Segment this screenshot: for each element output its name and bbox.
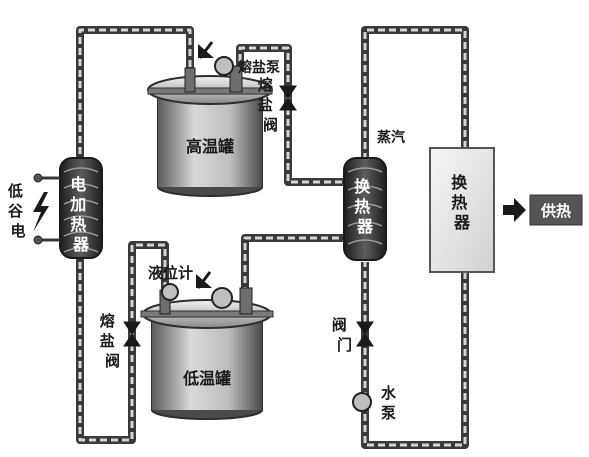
valley-power-label: 低 谷 电	[7, 182, 28, 240]
lightning-bolt-icon	[33, 192, 49, 232]
heat-exchanger-small: 换 热 器	[343, 157, 387, 261]
low-temp-tank: 低温罐	[140, 287, 274, 420]
electric-heater: 电 加 热 器	[33, 157, 103, 259]
salt-valve-left	[123, 321, 141, 347]
electric-heater-label: 电 加 热 器	[69, 175, 92, 254]
heat-exchanger-large: 换 热 器	[429, 147, 495, 273]
right-arrow-icon	[503, 198, 526, 222]
salt-pump-bottom	[196, 271, 233, 309]
high-temp-tank: 高温罐	[147, 65, 273, 197]
heat-supply-box: 供热	[529, 194, 583, 226]
salt-valve-left-label: 熔 盐 阀	[100, 312, 120, 370]
heat-exchanger-large-label: 换 热 器	[451, 173, 473, 232]
water-valve-label: 阀 门	[332, 316, 352, 354]
pipe-network	[76, 26, 469, 449]
water-pump-label: 水 泵	[381, 384, 401, 422]
low-temp-tank-label: 低温罐	[182, 369, 231, 388]
salt-valve-top	[279, 85, 297, 111]
high-temp-tank-label: 高温罐	[186, 137, 234, 156]
salt-pump-top	[198, 41, 234, 76]
liquid-level-meter-label: 液位计	[148, 264, 193, 282]
liquid-level-meter	[161, 283, 179, 301]
salt-pump-label: 熔盐泵	[238, 59, 280, 76]
heat-supply-label: 供热	[540, 202, 571, 220]
salt-valve-top-label: 熔 盐 阀	[258, 76, 278, 134]
power-terminals	[33, 173, 60, 245]
water-pump	[352, 392, 372, 412]
heat-exchanger-small-label: 换 热 器	[354, 177, 376, 236]
steam-label: 蒸汽	[377, 129, 405, 146]
water-valve	[356, 321, 374, 347]
